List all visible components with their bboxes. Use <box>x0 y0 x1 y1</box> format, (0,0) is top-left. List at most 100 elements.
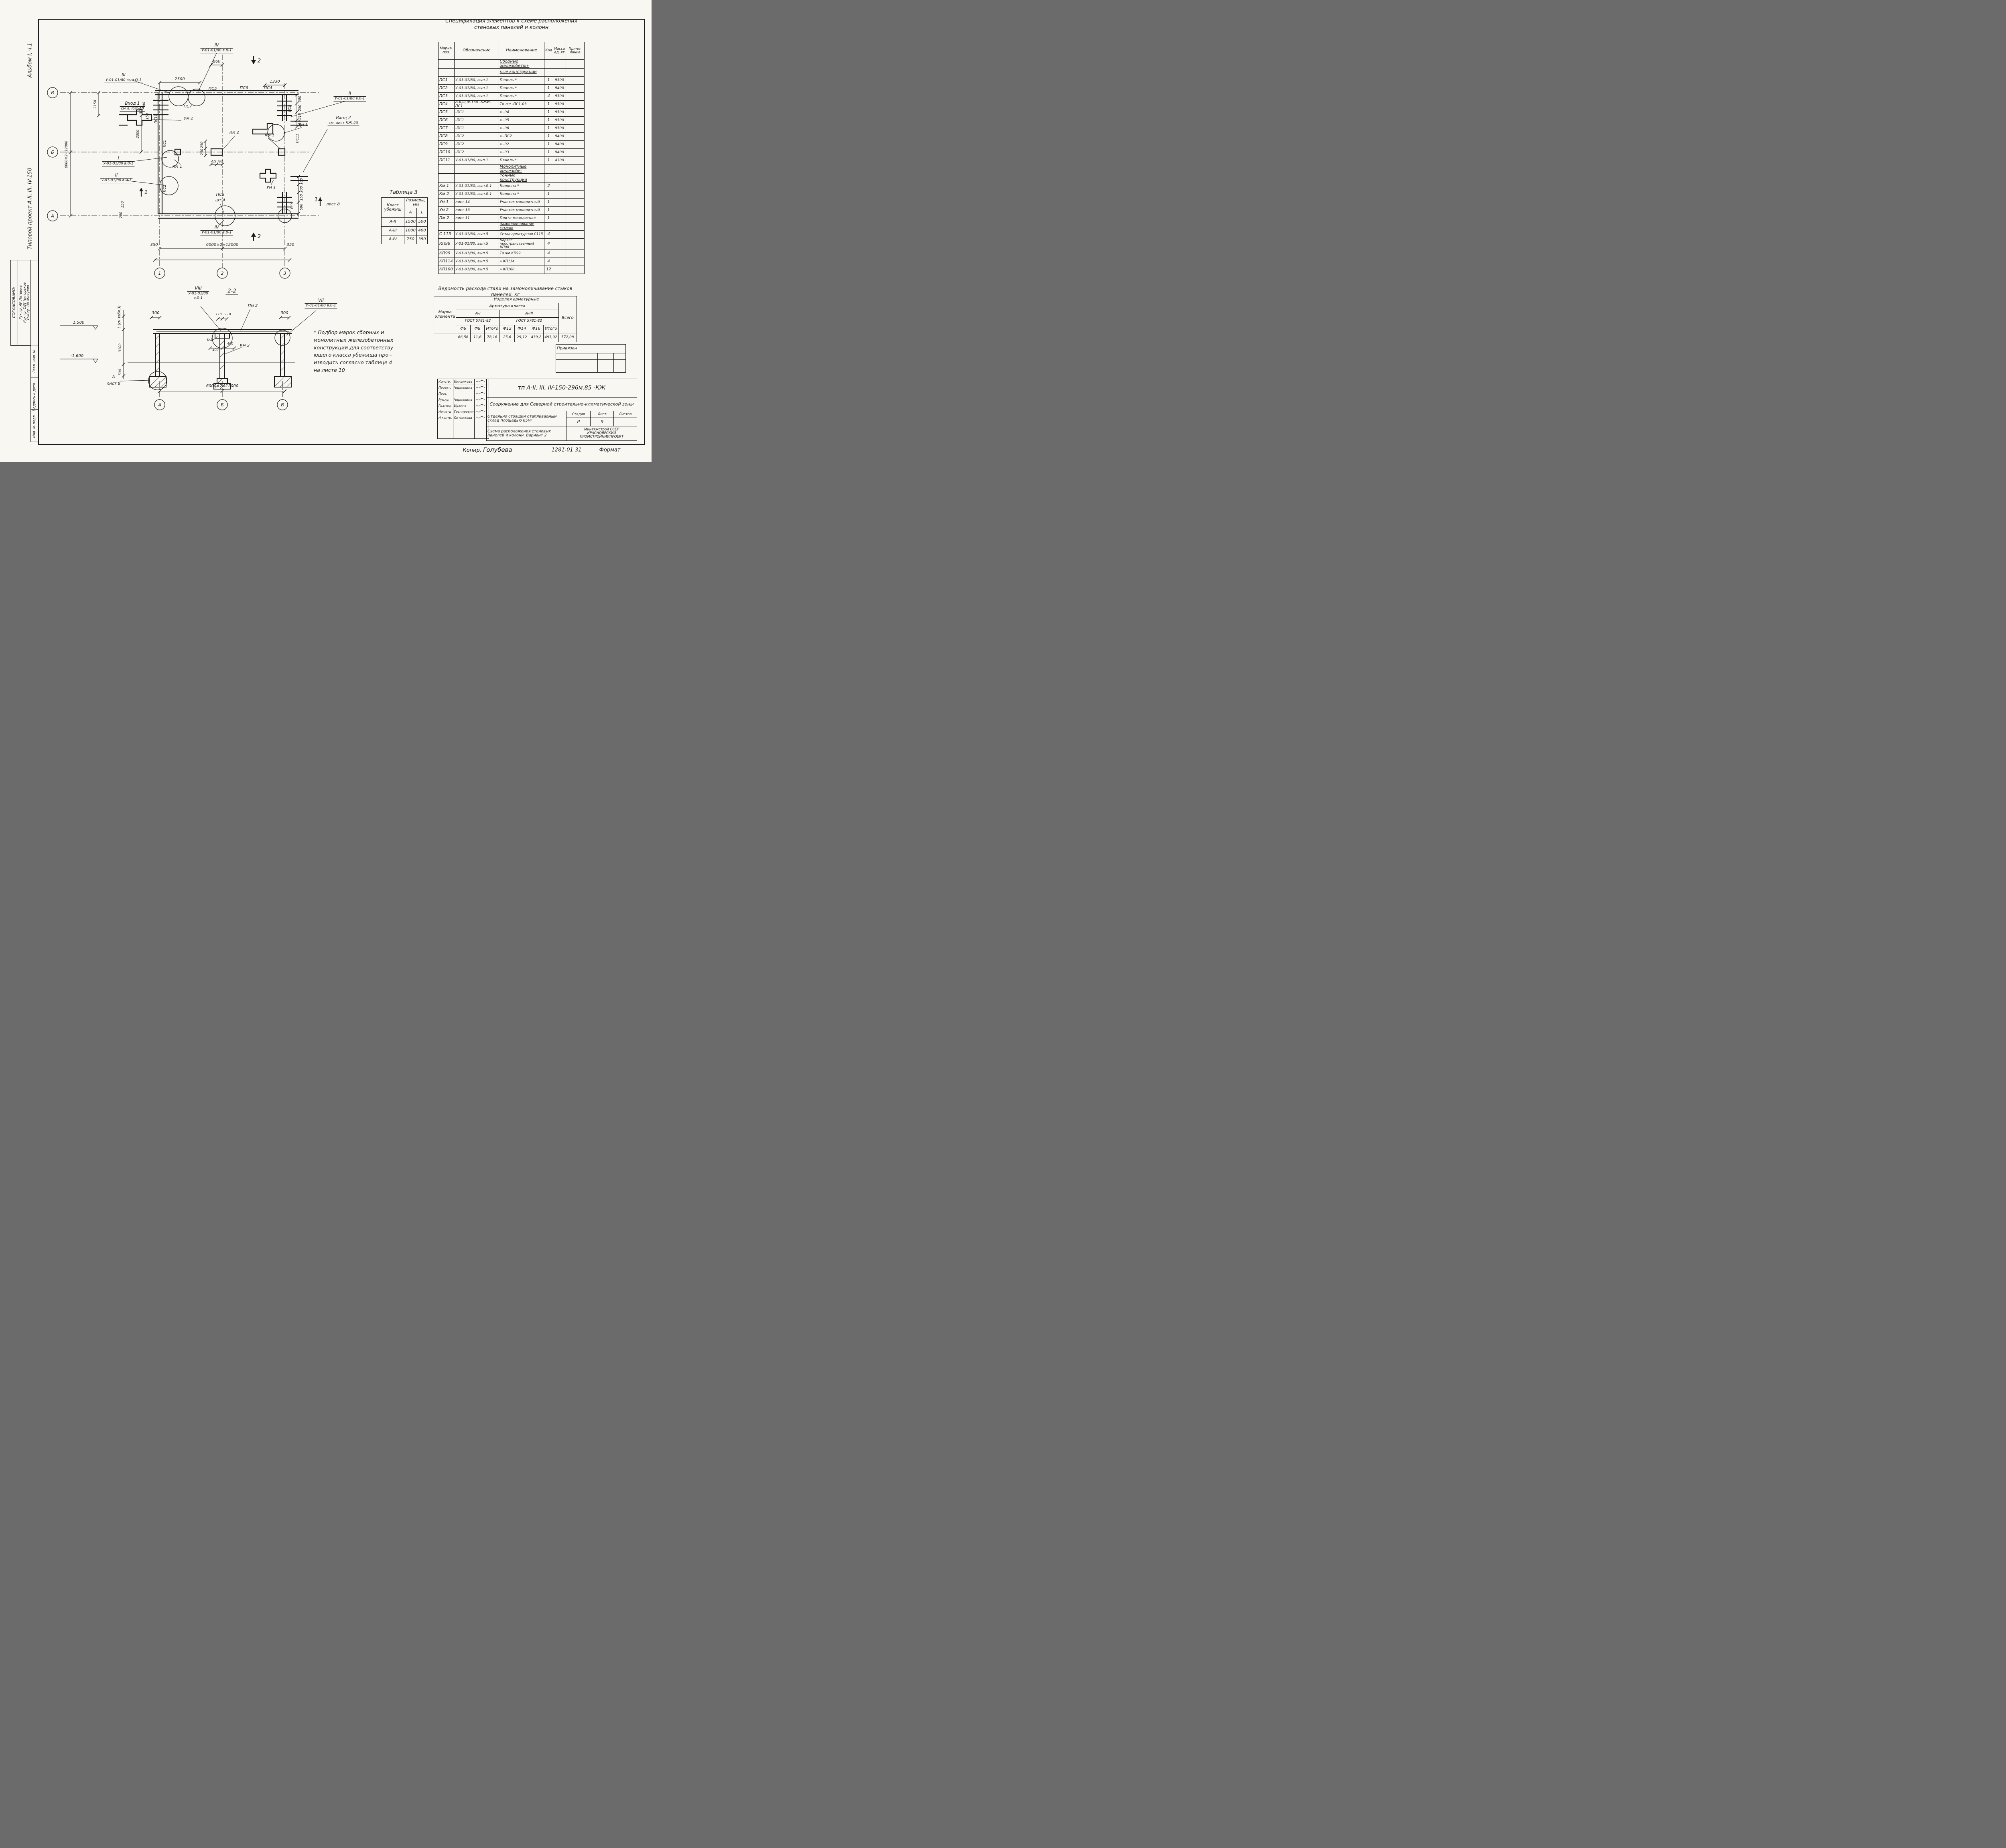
dim-250-a: 250 <box>200 141 204 148</box>
table3-rows: А-II 1500 500 А-III 1000 400 А-IV 750 35… <box>381 217 428 244</box>
spec-section-row: Сборные железобетон- <box>438 59 585 69</box>
spec-row: ПС1 У-01-01/80, вып.1 Панель * 1 9500 <box>438 76 585 85</box>
footnote-line: на листе 10 <box>314 367 345 373</box>
km2-section-label: Км 2 <box>240 343 250 348</box>
dim-1330: 1330 <box>270 79 280 84</box>
spec-section-row: Замоноличивание стыков <box>438 222 585 231</box>
stamp-role-row: Н.контр. Ситникова <box>437 415 489 421</box>
spec-section-row: Монолитные железобе- <box>438 164 585 174</box>
spec-row: ПС10 -ПС2 » -03 1 9400 <box>438 148 585 157</box>
panel-ps8: ПС8 <box>288 105 292 112</box>
spec-section-row: ные конструкции <box>438 68 585 77</box>
spec-row: Ум 2 лист 16 Участок монолитный 1 <box>438 206 585 215</box>
spec-row: Пм 2 лист 11 Плита монолитная 1 <box>438 214 585 223</box>
signature-icon <box>474 403 487 409</box>
binding-block: Привязан <box>556 344 626 373</box>
dim-860: 860 <box>213 59 221 64</box>
dim-110-b: 110 <box>225 312 231 316</box>
steel-values-row: 66,56 11,6 78,16 25,6 29,12 439,2 493,92… <box>433 333 577 342</box>
signature-icon <box>474 409 487 415</box>
dim-300-sec-right: 300 <box>280 311 288 315</box>
spec-row: ПС2 У-01-01/80, вып.1 Панель * 1 9400 <box>438 84 585 93</box>
mark-7: VII У-01-01/80 в.0-1 <box>305 298 337 308</box>
dim-200-bl: 200 <box>119 211 123 219</box>
km1-left-label: Км 1 <box>172 164 183 169</box>
dim-400-b: 400 <box>212 348 219 352</box>
dim-150-bl: 150 <box>120 201 125 208</box>
km2-top-label: Км 2 <box>229 130 240 135</box>
frame-label-podpis: Подпись и дата <box>32 383 37 412</box>
format-label: Формат <box>599 447 621 453</box>
spec-row: ПС3 У-01-01/80, вып.1 Панель * 4 9500 <box>438 92 585 101</box>
b1-label: Б1 <box>207 337 213 342</box>
dim-2300: 2300 <box>136 130 140 138</box>
signature-icon <box>474 391 487 397</box>
project-label: Типовой проект А-II, III, IV-150 <box>27 168 33 250</box>
dim-350-left: 350 <box>150 243 158 247</box>
table3-row: А-II 1500 500 <box>381 217 428 227</box>
stamp-role-row: Пров. <box>437 391 489 397</box>
spec-rows-joints: С 115 У-01-01/80, вып.5 Сетка арматурная… <box>438 230 585 274</box>
dim-150-r: 150 <box>299 194 304 201</box>
panel-ps10: ПС10 <box>154 114 158 124</box>
stamp-role-row: Констр. Киндякова <box>437 379 489 385</box>
sheet8-ref: лист 8 <box>326 202 340 207</box>
dim-500-left: 500 <box>142 101 146 109</box>
footnote-line: изводить согласно таблице 4 <box>314 359 392 365</box>
spec-table: Марка, поз. Обозначение Наименование Кол… <box>438 42 585 274</box>
spec-rows-precast: ПС1 У-01-01/80, вып.1 Панель * 1 9500 ПС… <box>438 76 585 165</box>
um1-bottom-label: Ум 1 <box>266 185 276 190</box>
dim-2150: 2150 <box>93 100 97 109</box>
spec-row: ПС5 -ПС1 » -04 1 9500 <box>438 108 585 117</box>
table3-row: А-IV 750 350 <box>381 235 428 244</box>
frame-label-inv: Инв. № подл. <box>32 414 37 438</box>
mark-2-left: II У-01-01/80 в.0-1 <box>100 172 133 183</box>
dim-total-bottom: 6000×2=12000 <box>206 243 239 247</box>
sheets-total <box>613 418 637 426</box>
signature-icon <box>474 397 487 403</box>
steel-table: Марка элемента Изделия арматурные Армату… <box>433 296 577 342</box>
section-mark-1-left: 1 <box>144 189 148 196</box>
section-mark-2-top: 2 <box>257 58 261 64</box>
dim-L-table3: L (см.табл.3) <box>117 305 122 329</box>
agreed-row-ar: Рук.гр. АР Литвина <box>18 285 23 320</box>
panel-ps7: ПС7 <box>183 104 192 109</box>
spec-row: Ум 1 лист 14 Участок монолитный 1 <box>438 198 585 207</box>
dim-500-rb: 500 <box>299 203 304 211</box>
dim-210-a: 210 <box>298 113 302 120</box>
dim-250-b: 250 <box>200 148 204 156</box>
spec-row: КП99 У-01-01/80, вып.5 То же КП99 4 <box>438 249 585 258</box>
spec-rows-monolithic: Км 1 У-01-01/80, вып.0-1 Колонна * 2 Км … <box>438 182 585 223</box>
spec-row: КП100 У-01-01/80, вып.5 » КП100 12 <box>438 265 585 274</box>
dim-300-left: 300 <box>139 107 143 114</box>
spec-row: ПС7 -ПС1 » -06 1 9500 <box>438 124 585 133</box>
section-mark-2-bottom: 2 <box>257 233 261 240</box>
um1-right-label: Ум 1 <box>298 123 308 127</box>
spec-row: КП98 У-01-01/80, вып.5 Каркас пространст… <box>438 238 585 250</box>
copier-label: Копир. Голубева <box>463 446 512 454</box>
dim-250-r: 250 <box>298 104 302 112</box>
spec-header: Марка, поз. Обозначение Наименование Кол… <box>438 42 585 60</box>
dim-110-a: 110 <box>215 312 222 316</box>
drawing-frame <box>38 19 645 445</box>
mark-8: VIII У-01-01/80 в.0-1 <box>187 286 209 300</box>
signature-icon <box>474 385 487 391</box>
mark-1: I У-01-01/80 в.0-1 <box>102 156 135 166</box>
dim-a2-left: А/2 <box>211 160 217 163</box>
spec-row: Км 2 У-01-01/80, вып.0-1 Колонна * 1 <box>438 190 585 199</box>
dim-400-a: 400 <box>227 342 233 345</box>
footnote-line: монолитных железобетонных <box>314 337 394 343</box>
footnote-line: конструкций для соответству- <box>314 344 395 351</box>
detail-a-label: А <box>112 375 115 379</box>
steel-title: Ведомость расхода стали на замоноличиван… <box>438 286 573 297</box>
section-title: 2-2 <box>225 289 238 295</box>
panel-ps1: ПС1 <box>162 140 167 147</box>
signature-icon <box>474 379 487 385</box>
building-name: Отдельно стоящий отапливаемый склад площ… <box>486 411 567 426</box>
pm2-label: Пм 2 <box>248 304 258 308</box>
section-mark-1-right: 1 <box>314 197 318 203</box>
dim-a2-right: А/2 <box>217 160 223 163</box>
spec-row: КП114 У-01-01/80, вып.5 » КП114 4 <box>438 257 585 266</box>
steel-dia-row: Ф6 Ф8 Итого Ф12 Ф14 Ф16 Итого <box>434 325 577 333</box>
footnote-line: ющего класса убежища про - <box>314 352 392 358</box>
